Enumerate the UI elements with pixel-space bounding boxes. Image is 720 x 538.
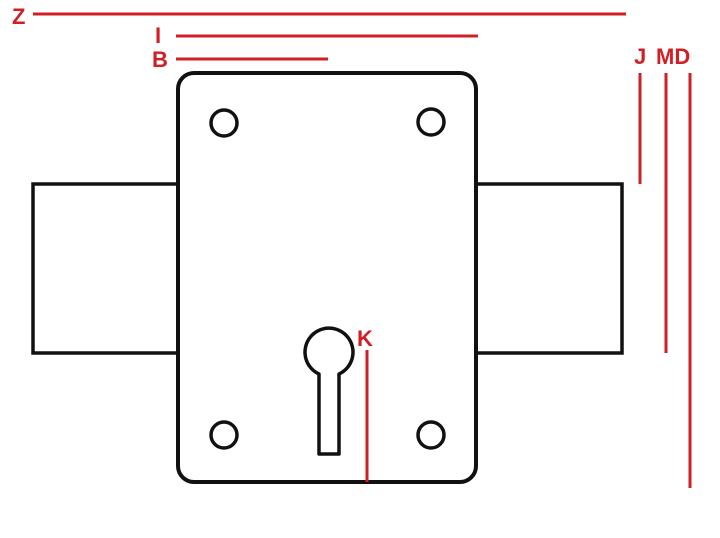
- bolt-left: [31, 182, 181, 355]
- label-b: B: [152, 47, 168, 72]
- label-md: MD: [656, 44, 690, 69]
- keyhole: [303, 326, 355, 456]
- bolt-right: [472, 182, 624, 355]
- screw-hole-top-left: [209, 108, 239, 138]
- label-k: K: [357, 326, 373, 351]
- screw-hole-bottom-left: [209, 420, 239, 450]
- lock-body: [176, 71, 478, 484]
- screw-hole-top-right: [416, 107, 446, 137]
- screw-hole-bottom-right: [416, 420, 446, 450]
- label-i: I: [155, 23, 161, 48]
- label-z: Z: [12, 4, 25, 29]
- label-j: J: [634, 44, 646, 69]
